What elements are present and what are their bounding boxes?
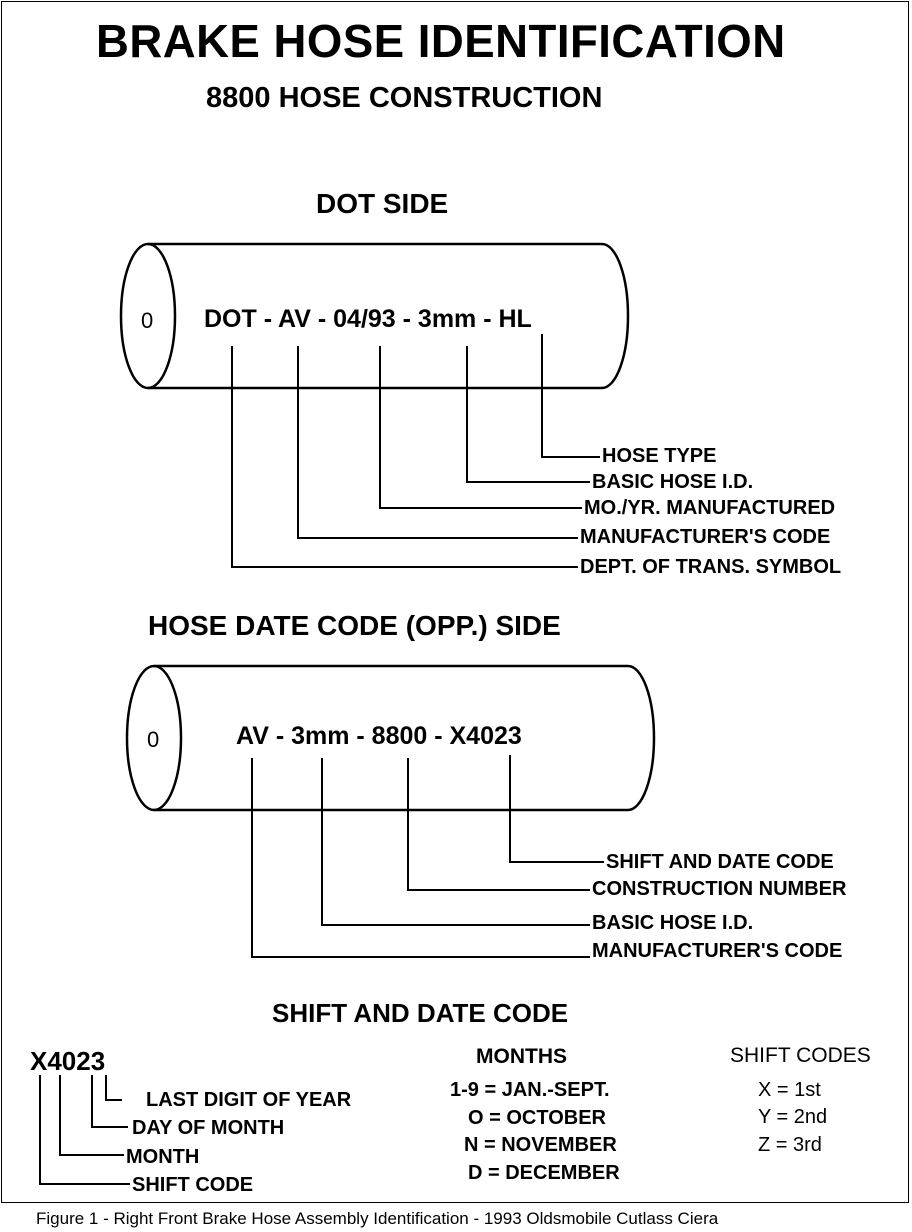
label-construction-number: CONSTRUCTION NUMBER — [592, 878, 847, 900]
leader-mfr-code-2 — [251, 758, 590, 958]
dot-side-leaders — [231, 334, 600, 568]
leader-hose-type — [541, 334, 600, 458]
dot-side-heading: DOT SIDE — [316, 188, 449, 219]
label-basic-hose-id-2: BASIC HOSE I.D. — [592, 912, 754, 934]
label-month: MONTH — [126, 1146, 200, 1168]
months-item: O = OCTOBER — [468, 1107, 606, 1129]
shift-date-heading: SHIFT AND DATE CODE — [272, 998, 569, 1028]
label-manufacturers-code: MANUFACTURER'S CODE — [580, 526, 831, 548]
date-side-heading: HOSE DATE CODE (OPP.) SIDE — [148, 610, 561, 641]
leader-day — [91, 1075, 128, 1128]
leader-basic-id — [466, 346, 590, 483]
leader-shift-date — [509, 755, 604, 863]
label-shift-code: SHIFT CODE — [132, 1174, 254, 1196]
page-subtitle: 8800 HOSE CONSTRUCTION — [206, 82, 603, 114]
shift-codes-heading: SHIFT CODES — [730, 1044, 871, 1067]
shift-date-example: X4023 — [30, 1046, 106, 1076]
date-side-hose — [125, 664, 656, 812]
label-dept-of-trans: DEPT. OF TRANS. SYMBOL — [580, 556, 842, 578]
label-mo-yr-manufactured: MO./YR. MANUFACTURED — [584, 497, 836, 519]
label-manufacturers-code-2: MANUFACTURER'S CODE — [592, 940, 843, 962]
shift-code-item: Y = 2nd — [758, 1106, 828, 1128]
dot-code-text: DOT - AV - 04/93 - 3mm - HL — [204, 305, 532, 333]
diagram-frame — [1, 1, 909, 1203]
shift-code-leaders — [39, 1075, 130, 1185]
label-basic-hose-id: BASIC HOSE I.D. — [592, 471, 754, 493]
months-item: 1-9 = JAN.-SEPT. — [450, 1079, 610, 1101]
dot-hose-body — [148, 242, 630, 390]
dot-side-hose — [119, 242, 630, 390]
page-title: BRAKE HOSE IDENTIFICATION — [96, 15, 786, 67]
leader-mo-yr — [379, 346, 582, 509]
months-heading: MONTHS — [476, 1045, 567, 1068]
dot-hose-end-mark: 0 — [141, 308, 154, 333]
label-shift-and-date-code: SHIFT AND DATE CODE — [606, 851, 834, 873]
label-hose-type: HOSE TYPE — [602, 445, 717, 467]
date-hose-body — [154, 664, 656, 812]
shift-code-item: X = 1st — [758, 1079, 821, 1101]
date-side-leaders — [251, 755, 604, 958]
figure-caption: Figure 1 - Right Front Brake Hose Assemb… — [36, 1209, 719, 1228]
label-last-digit-of-year: LAST DIGIT OF YEAR — [146, 1089, 352, 1111]
shift-code-item: Z = 3rd — [758, 1134, 822, 1156]
leader-basic-id-2 — [321, 758, 590, 926]
leader-mfr-code — [297, 346, 578, 539]
leader-construction — [407, 758, 590, 891]
leader-last-digit — [105, 1075, 122, 1101]
date-code-text: AV - 3mm - 8800 - X4023 — [236, 722, 522, 750]
months-item: D = DECEMBER — [468, 1162, 620, 1184]
leader-month — [59, 1075, 124, 1156]
date-hose-end-mark: 0 — [147, 727, 160, 752]
leader-shift — [39, 1075, 130, 1185]
leader-dept-trans — [231, 346, 578, 568]
label-day-of-month: DAY OF MONTH — [132, 1117, 285, 1139]
months-item: N = NOVEMBER — [464, 1134, 617, 1156]
